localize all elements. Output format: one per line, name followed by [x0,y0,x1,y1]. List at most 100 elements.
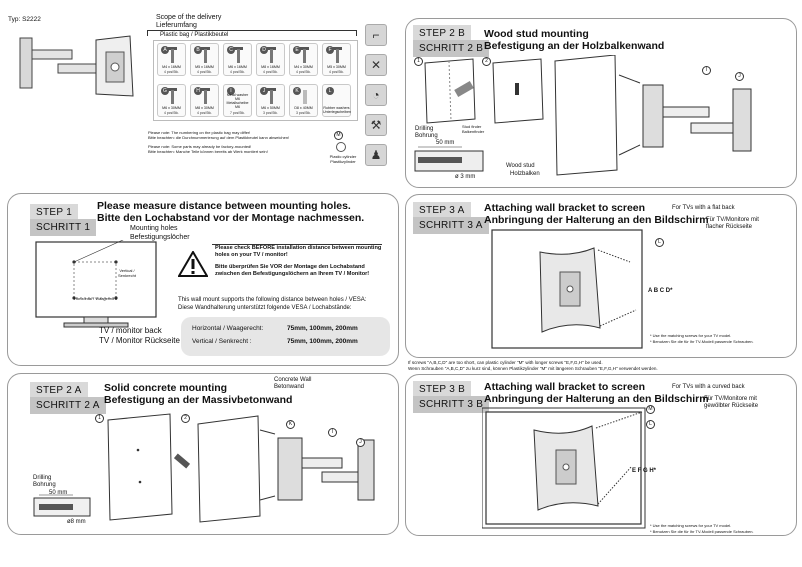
cylinder-tip-en: If screws "A,B,C,D" are too short, can p… [408,360,603,365]
mount-product-illustration [18,30,138,105]
step2a-drilling-en: Drilling [33,475,52,481]
step3b-screw-letters: E F G H* [632,468,657,474]
step3b-marker-l: L [646,420,655,429]
vesa-vertical-label: Vertical / Senkrecht : [192,338,252,345]
step3a-note-en: * Use the matching screws for your TV mo… [650,333,732,338]
step3b-marker-m: M [646,405,655,414]
schritt3b-tag: SCHRITT 3 B [413,396,490,413]
step2b-title-de: Befestigung an der Holzbalkenwand [484,40,665,52]
step2a-marker-j: J [356,438,365,447]
vesa-intro-de: Diese Wandhalterung unterstützt folgende… [178,305,352,311]
plastic-bag-frame [153,40,358,121]
step3b-title-en: Attaching wall bracket to screen [484,381,646,393]
step3b-tag: STEP 3 B [413,381,472,398]
tv-back-de: TV / Monitor Rückseite [99,336,180,345]
step3a-title-en: Attaching wall bracket to screen [484,202,646,214]
screwdriver-icon: ✕ [365,54,387,76]
wood-stud-en: Wood stud [506,163,535,169]
scope-title-en: Scope of the delivery [156,14,222,21]
step2b-marker-i: I [702,66,711,75]
flat-back-de: Für TV/Monitore mit flacher Rückseite [706,217,759,230]
concrete-wall-de: Betonwand [274,384,305,390]
tape-icon: ◔ [365,84,387,106]
step2b-tag: STEP 2 B [413,25,472,42]
warning-rule [212,244,382,245]
step2a-title-de: Befestigung an der Massivbetonwand [104,394,293,406]
note-premounted-de: Bitte beachten: Manche Teile können bere… [148,149,268,154]
step2b-marker-2: 2 [482,57,491,66]
step3b-title-de: Anbringung der Halterung an den Bildschi… [484,393,709,405]
mounting-holes-en: Mounting holes [130,225,178,232]
warning-text-en: Please check BEFORE installation distanc… [215,245,382,258]
scope-bracket [147,30,357,36]
flat-tv-illustration [490,228,660,350]
step3a-screw-letters: A B C D* [648,288,673,294]
step2a-marker-2: 2 [181,414,190,423]
schritt2b-tag: SCHRITT 2 B [413,40,490,57]
drill-icon: ⌐ [365,24,387,46]
step2b-depth: 50 mm [436,140,455,146]
schritt1-tag: SCHRITT 1 [30,219,97,236]
vesa-horizontal-label: Horizontal / Waagerecht: [192,325,264,332]
note-numbering-de: Bitte beachten: die Durchnummerierung au… [148,135,290,140]
warning-icon [177,250,209,277]
step2b-diameter: ø 3 mm [455,174,476,180]
step2b-drilling-de: Bohrung [415,133,438,139]
curved-back-de: Für TV/Monitore mit gewölbter Rückseite [704,396,759,409]
step2b-drilling-en: Drilling [415,126,434,132]
vesa-vertical-value: 75mm, 100mm, 200mm [287,338,358,345]
vesa-intro-en: This wall mount supports the following d… [178,297,367,303]
step3b-note-de: * Benutzen Sie die für Ihr TV-Modell pas… [650,529,754,534]
schritt2a-tag: SCHRITT 2 A [30,397,106,414]
curved-back-en: For TVs with a curved back [672,384,745,390]
tv-back-en: TV / monitor back [99,326,162,335]
step2b-marker-1: 1 [414,57,423,66]
horizontal-label: Horizontal / Waagerecht [74,296,117,301]
concrete-wall-en: Concrete Wall [274,377,312,383]
level-icon: ⚒ [365,114,387,136]
warning-text-de: Bitte überprüfen Sie VOR der Montage den… [215,264,370,277]
stud-finder-label: Stud finder Balkenfinder [462,124,485,134]
concrete-wall-illustration [100,410,390,525]
mounting-holes-de: Befestigungslöcher [130,234,190,241]
step2a-marker-1: 1 [95,414,104,423]
scope-title-de: Lieferumfang [156,22,197,29]
product-type-label: Typ: S2222 [8,16,41,23]
step2a-tag: STEP 2 A [30,382,88,399]
step3a-note-de: * Benutzen Sie die für Ihr TV-Modell pas… [650,339,754,344]
step3b-note-en: * Use the matching screws for your TV mo… [650,523,732,528]
step3a-marker-l: L [655,238,664,247]
step3a-tag: STEP 3 A [413,202,471,219]
step3a-title-de: Anbringung der Halterung an den Bildschi… [484,214,709,226]
wood-wall-illustration [415,54,795,185]
step2a-marker-k: K [286,420,295,429]
step2b-drill-diagram [414,143,484,177]
note-numbering-en: Please note: The numbering on the plasti… [148,130,251,135]
vesa-table [181,317,390,356]
vertical-label: Vertical / Senkrecht [117,268,136,278]
cylinder-tip-de: Wenn Schrauben "A,B,C,D" zu kurz sind, k… [408,366,658,371]
step1-title-de: Bitte den Lochabstand vor der Montage na… [97,212,365,224]
tv-back-illustration [34,234,159,330]
flat-back-en: For TVs with a flat back [672,205,735,211]
step2a-marker-i: I [328,428,337,437]
schritt3a-tag: SCHRITT 3 A [413,217,489,234]
plastic-cylinder-m: M Plastic cylinder Plastikzylinder [329,131,357,164]
step2a-diameter: ø8 mm [67,519,86,525]
step2a-drill-diagram [33,492,91,524]
step2a-drilling-de: Bohrung [33,482,56,488]
step2a-depth: 50 mm [49,490,68,496]
step2a-title-en: Solid concrete mounting [104,382,228,394]
step2b-marker-j: J [735,72,744,81]
